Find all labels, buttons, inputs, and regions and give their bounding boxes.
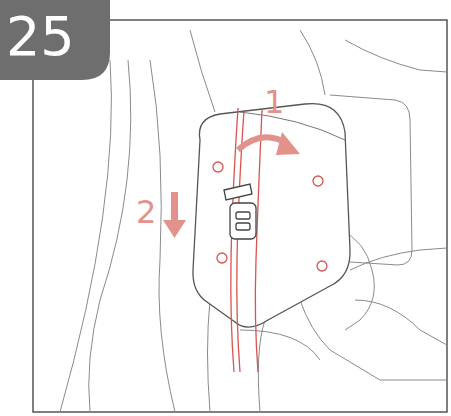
arrow-head <box>163 220 186 238</box>
belt-guide <box>193 104 350 327</box>
screw-marks <box>213 162 327 271</box>
frame <box>33 20 447 412</box>
seat-lines <box>60 30 447 412</box>
belt-adjuster <box>224 184 256 239</box>
shoulder-belt <box>231 108 262 372</box>
step-badge <box>0 0 110 80</box>
callout-number: 2 <box>136 196 156 228</box>
guide-edge <box>240 112 345 140</box>
step-number: 25 <box>6 10 75 64</box>
callout-number: 1 <box>264 86 284 118</box>
down-arrow <box>171 192 178 222</box>
arrow-head <box>276 132 300 155</box>
